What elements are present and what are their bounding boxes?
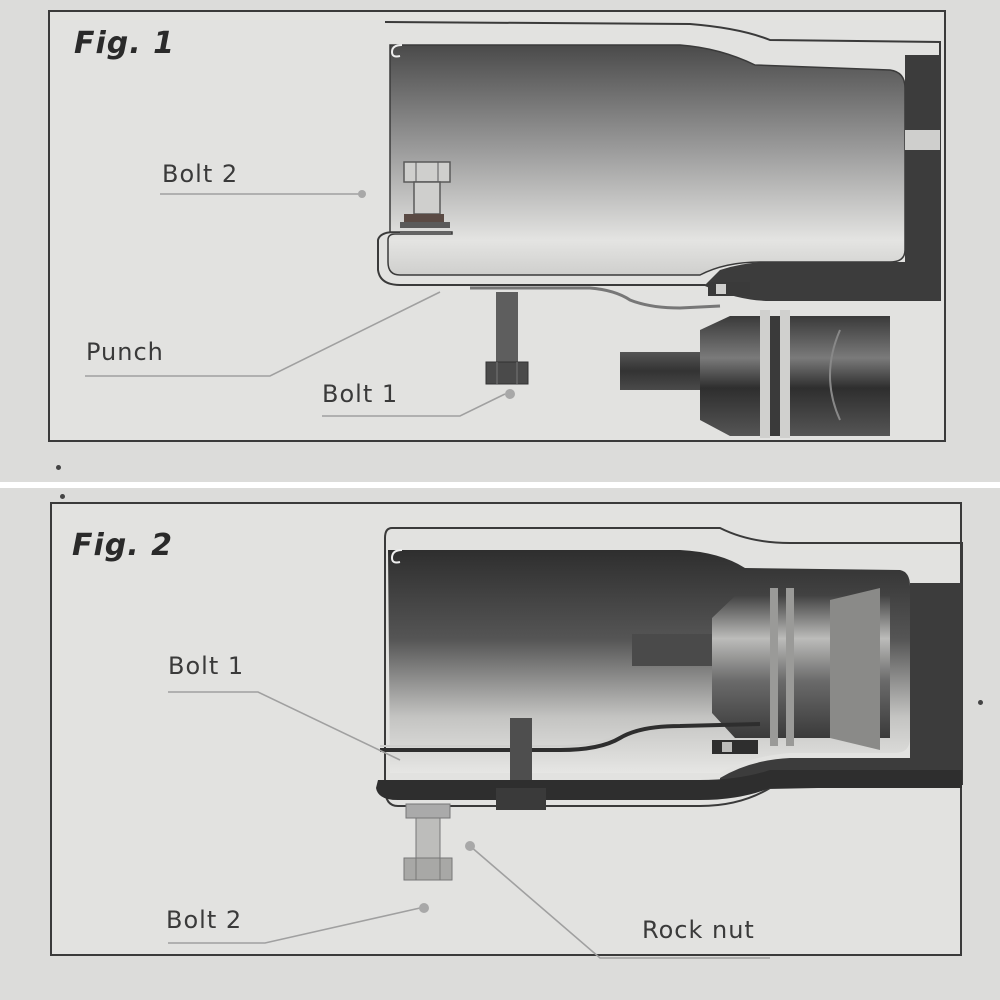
strap-nut [712,740,758,754]
exhaust-pipe [377,21,941,301]
figure-2-drawing [168,527,963,959]
mounting-strap [470,286,721,310]
turbo-whistle [620,310,890,438]
figure-1-drawing [85,21,941,438]
speck [60,494,65,499]
figure-1-title: Fig. 1 [74,26,175,61]
speck [56,465,61,470]
mounting-strap [380,722,761,752]
label-rock-nut: Rock nut [642,916,755,944]
bolt-2-drawing [403,803,453,881]
leader-lines [85,193,506,417]
leader-lines [168,691,770,959]
bolt-1-drawing [510,718,532,780]
speck [978,700,983,705]
label-bolt-1: Bolt 1 [322,380,399,408]
label-bolt-2: Bolt 2 [162,160,239,188]
bolt-2-drawing [400,161,451,228]
figure-2-title: Fig. 2 [72,528,173,563]
figure-1-photo: Fig. 1 Bolt 2 Punch Bolt 1 [0,0,1000,482]
bolt-1-drawing [485,292,529,385]
turbo-whistle [632,588,890,750]
rock-nut-drawing [496,788,546,810]
strap-nut [708,282,750,296]
label-bolt-1: Bolt 1 [168,652,245,680]
label-bolt-2: Bolt 2 [166,906,243,934]
figure-2-photo: Fig. 2 Bolt 1 Bolt 2 Rock nut [0,488,1000,1000]
label-punch: Punch [86,338,164,366]
